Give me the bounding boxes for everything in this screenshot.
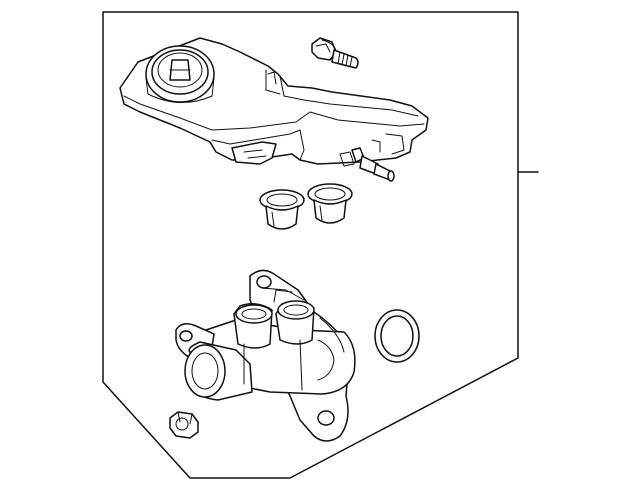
master-cylinder — [175, 269, 356, 442]
assembly-outline-frame — [102, 11, 519, 479]
reservoir-outlet-fitting — [339, 147, 395, 182]
reservoir-grommet — [307, 183, 353, 224]
reservoir-cap — [145, 45, 215, 104]
o-ring — [374, 309, 420, 363]
nut — [169, 411, 199, 439]
mounting-bolt — [311, 37, 359, 69]
reservoir-grommet — [259, 189, 305, 230]
